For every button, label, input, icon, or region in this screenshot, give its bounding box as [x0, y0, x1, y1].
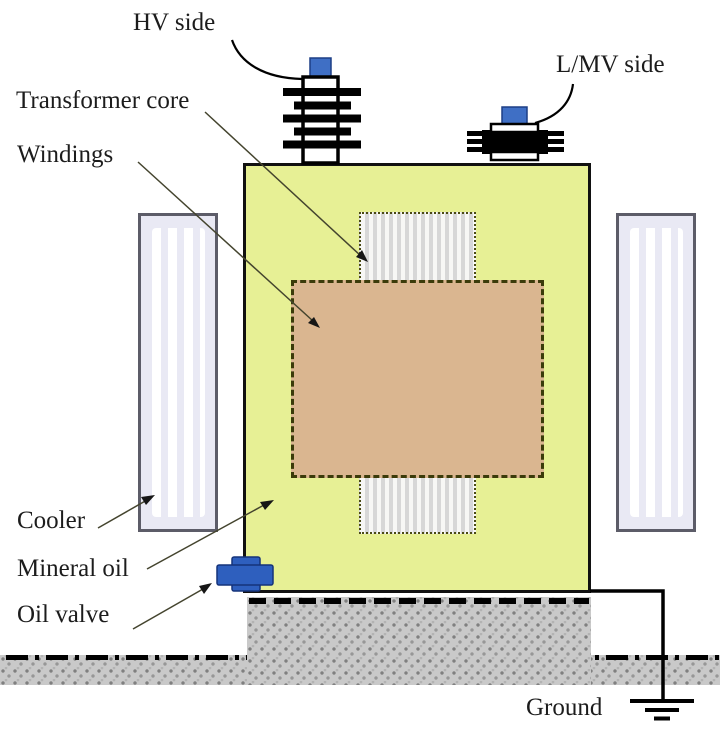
lmv-bushing-cap — [501, 106, 528, 127]
lmv-bushing — [467, 106, 564, 162]
cooler-left-fins — [152, 228, 205, 517]
label-ground: Ground — [526, 694, 603, 721]
windings-block — [291, 280, 544, 478]
transformer-core-bottom — [359, 476, 476, 534]
hv-bushing-fin — [294, 127, 351, 136]
label-hv-side: HV side — [133, 9, 216, 36]
label-windings: Windings — [17, 141, 114, 168]
lmv-bushing-fin — [546, 131, 564, 136]
lmv-bushing-fin — [546, 147, 564, 152]
hv-bushing-body — [301, 75, 340, 165]
label-lmv-side: L/MV side — [556, 51, 665, 78]
lmv-bushing-top-band — [489, 122, 540, 134]
cooler-left — [138, 213, 218, 532]
foundation-pad — [247, 597, 591, 685]
hv-bushing-cap — [309, 57, 332, 78]
lmv-bushing-fin — [467, 147, 485, 152]
lmv-bushing-bottom-band — [489, 150, 540, 162]
label-cooler: Cooler — [17, 507, 86, 534]
hv-bushing-fin — [283, 140, 361, 149]
hv-bushing-fin — [294, 101, 351, 110]
hv-bushing-fin — [283, 114, 361, 123]
hv-bushing-fin — [283, 88, 361, 96]
label-transformer-core: Transformer core — [16, 87, 190, 114]
lmv-bushing-fin — [546, 139, 564, 144]
cooler-right-fins — [630, 228, 683, 517]
lmv-bushing-fin — [467, 139, 485, 144]
foundation-top-line — [249, 598, 589, 604]
cooler-right — [616, 213, 696, 532]
hv-bushing — [283, 57, 361, 165]
label-oil-valve: Oil valve — [17, 601, 110, 628]
hv-side-leader — [230, 39, 303, 81]
label-mineral-oil: Mineral oil — [17, 555, 129, 582]
oil-valve-leader — [132, 583, 212, 630]
lmv-bushing-body — [482, 130, 548, 154]
lmv-side-leader — [534, 83, 575, 125]
lmv-bushing-fin — [467, 131, 485, 136]
transformer-core-top — [359, 212, 476, 282]
